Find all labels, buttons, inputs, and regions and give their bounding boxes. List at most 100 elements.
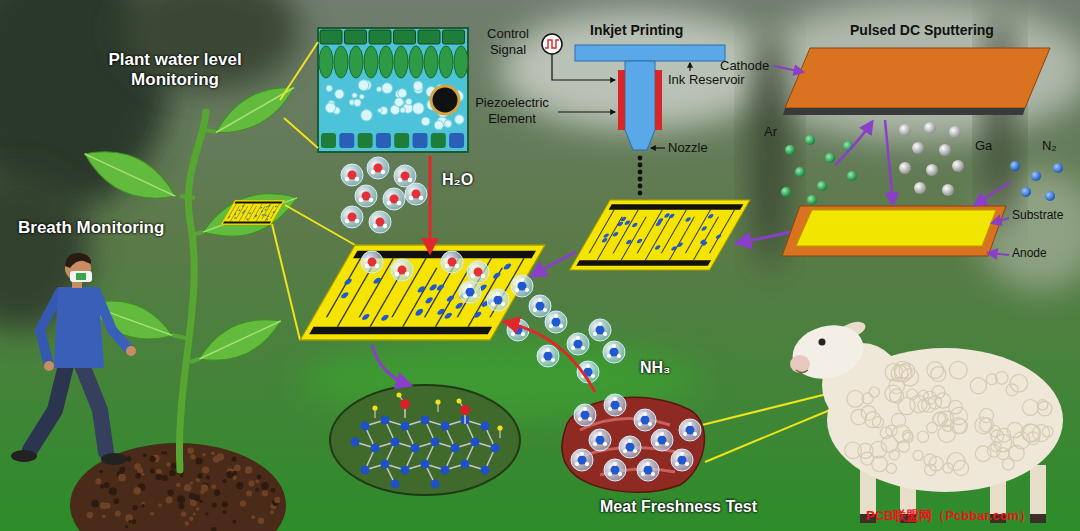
sputtering-chamber — [782, 206, 1006, 256]
sheep — [880, 427, 892, 439]
text-label: Meat Freshness Test — [600, 497, 757, 516]
meat — [562, 397, 705, 492]
water-molecule — [391, 259, 413, 281]
soil-mound — [190, 481, 193, 484]
text-label: Plant water level Monitoring — [95, 50, 255, 91]
printed-sensor — [620, 217, 627, 221]
leaf-cross-section — [454, 46, 468, 78]
printed-sensor — [657, 218, 664, 222]
soil-mound — [109, 488, 117, 496]
leaf-cross-section — [382, 83, 393, 94]
flow-arrows — [505, 322, 595, 392]
leaf-cross-section — [376, 133, 391, 148]
soil-mound — [184, 521, 189, 526]
leaf-cross-section — [326, 85, 332, 91]
soil-mound — [199, 500, 202, 503]
ammonia-molecule — [634, 409, 656, 431]
leaf-sensor — [266, 219, 269, 221]
sputtering-chamber — [795, 167, 805, 177]
sputtering-chamber — [817, 181, 827, 191]
ammonia-molecule — [608, 472, 612, 476]
ammonia-molecule — [648, 422, 652, 426]
main-sensor — [309, 327, 492, 335]
main-sensor — [503, 263, 513, 269]
water-molecule — [345, 177, 350, 182]
sheep — [786, 318, 869, 387]
ammonia-molecule — [607, 354, 611, 358]
zoomed-surface — [391, 480, 400, 489]
zoomed-surface — [457, 399, 462, 404]
printed-sensor — [699, 239, 706, 243]
leaf-sensor — [228, 204, 237, 220]
water-molecule — [419, 196, 424, 201]
text-label: Control Signal — [476, 26, 540, 57]
leaf — [85, 154, 176, 196]
ammonia-molecule — [641, 472, 645, 476]
sputtering-chamber — [774, 48, 1063, 256]
soil-mound — [118, 474, 126, 482]
soil-mound — [231, 456, 236, 461]
soil-mound — [177, 495, 185, 503]
inkjet-head — [638, 156, 643, 161]
printed-sensor — [625, 240, 632, 244]
zoomed-surface — [481, 466, 490, 475]
sputtering-chamber — [912, 142, 924, 154]
sputtering-chamber — [949, 126, 961, 138]
sheep — [898, 397, 915, 414]
ammonia-molecule — [634, 409, 656, 431]
text-label: NH₃ — [640, 358, 671, 377]
inkjet-head — [638, 177, 643, 182]
printed-sensor — [707, 214, 714, 218]
soil-mound — [114, 498, 119, 503]
sputtering-chamber — [783, 108, 1025, 115]
ammonia-molecule — [571, 346, 575, 350]
ammonia-molecule — [628, 439, 632, 443]
zoomed-surface — [361, 466, 370, 475]
zoomed-surface — [431, 480, 440, 489]
leaf-cross-section — [358, 133, 373, 148]
ammonia-molecule — [646, 462, 650, 466]
leaf — [209, 75, 301, 144]
ammonia-molecule — [533, 308, 537, 312]
sheep — [893, 425, 911, 443]
ammonia-molecule — [651, 429, 673, 451]
leaf-cross-section — [439, 46, 453, 78]
ammonia-molecule — [529, 295, 551, 317]
printed-sensor — [609, 204, 744, 210]
leaf-cross-section — [449, 133, 464, 148]
leaf-sensor — [274, 206, 277, 208]
ammonia-molecule — [537, 345, 559, 367]
ammonia-molecule — [623, 449, 627, 453]
ammonia-molecule — [612, 344, 616, 348]
leaf-sensor — [271, 204, 280, 220]
soil-mound — [223, 479, 227, 483]
ammonia-molecule — [567, 333, 589, 355]
ammonia-molecule — [671, 449, 693, 471]
ammonia-molecule — [468, 284, 472, 288]
water-molecule — [467, 261, 489, 283]
ammonia-molecule — [603, 341, 625, 363]
text-label: Nozzle — [668, 140, 708, 156]
plant — [192, 232, 203, 235]
ammonia-molecule — [591, 374, 595, 378]
soil-mound — [115, 511, 121, 517]
soil-mound — [212, 503, 217, 508]
ammonia-molecule — [679, 419, 701, 441]
ammonia-molecule — [637, 459, 659, 481]
sheep — [1033, 425, 1050, 442]
leaf-cross-section — [421, 117, 430, 126]
soil-mound — [271, 488, 276, 493]
sputtering-chamber — [805, 135, 815, 145]
leaf-sensor — [221, 200, 285, 225]
ammonia-molecule — [589, 319, 611, 341]
soil-mound — [196, 458, 203, 465]
soil-mound — [240, 500, 246, 506]
ammonia-molecule — [651, 429, 673, 451]
leaf — [197, 181, 303, 249]
ammonia-molecule — [545, 311, 567, 333]
leaf-cross-section — [455, 115, 464, 124]
leaf-cross-section — [444, 120, 452, 128]
ammonia-molecule — [511, 275, 533, 297]
main-sensor — [473, 312, 483, 318]
leaf-sensor — [243, 210, 246, 212]
